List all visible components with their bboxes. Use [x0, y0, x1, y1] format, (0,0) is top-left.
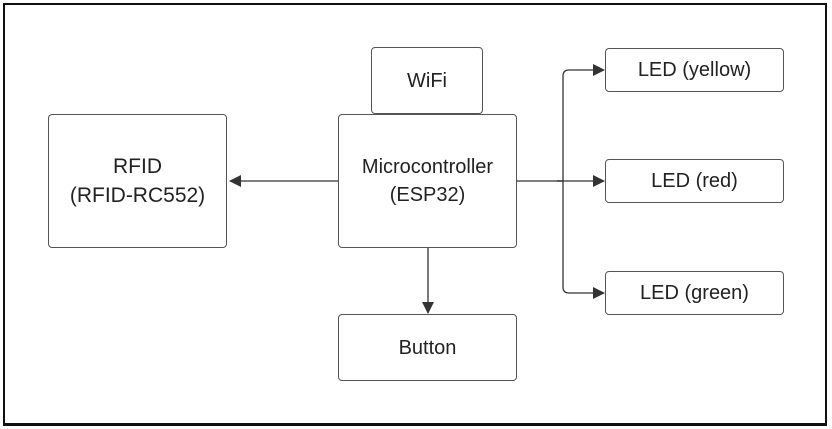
node-led-red: LED (red): [605, 159, 784, 203]
node-wifi-label: WiFi: [407, 69, 447, 92]
edge-mcu-led-yellow: [557, 64, 605, 182]
node-led-green: LED (green): [605, 271, 784, 315]
edge-mcu-led-green: [557, 180, 605, 299]
node-microcontroller-model: (ESP32): [389, 184, 466, 206]
node-rfid-title: RFID: [113, 154, 162, 178]
node-led-green-label: LED (green): [640, 282, 749, 304]
node-led-yellow-label: LED (yellow): [637, 59, 752, 81]
node-rfid: RFID (RFID-RC552): [48, 114, 227, 248]
node-button: Button: [338, 314, 517, 381]
node-wifi: WiFi: [371, 47, 483, 114]
node-led-yellow: LED (yellow): [605, 48, 784, 92]
node-microcontroller: Microcontroller (ESP32): [338, 114, 517, 248]
node-rfid-model: (RFID-RC552): [69, 184, 206, 207]
node-led-red-label: LED (red): [651, 170, 738, 192]
node-button-label: Button: [398, 336, 457, 359]
node-microcontroller-title: Microcontroller: [361, 156, 494, 178]
